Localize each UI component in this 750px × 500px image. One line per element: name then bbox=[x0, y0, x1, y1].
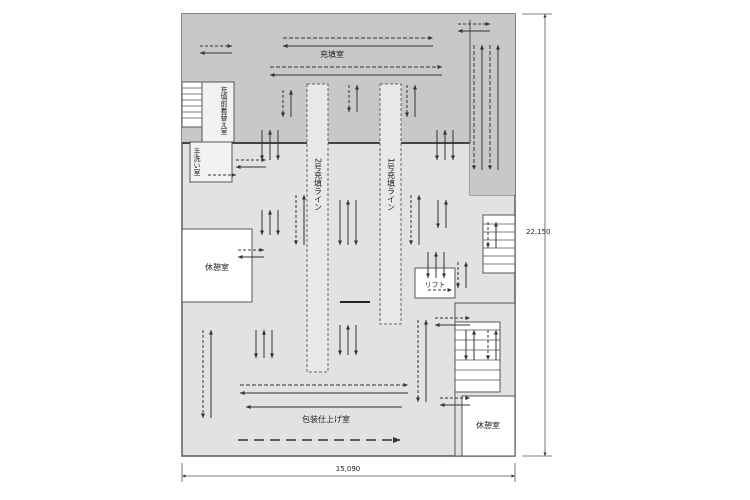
line-1-label: 1号充填ライン bbox=[387, 158, 396, 211]
rest-room-right bbox=[461, 395, 516, 457]
stairs-right-lower-steps bbox=[455, 329, 500, 381]
rest-room-left-label: 休憩室 bbox=[205, 262, 229, 272]
lift bbox=[414, 267, 456, 299]
width-dimension: 15,090 bbox=[336, 465, 361, 473]
dimension-lines bbox=[181, 13, 552, 482]
dressing-room-label: 充填前着替え室 bbox=[220, 85, 228, 135]
stairs-left bbox=[181, 81, 203, 128]
packing-room-label: 包装仕上げ室 bbox=[302, 414, 350, 424]
line-1 bbox=[379, 83, 402, 325]
flow-arrows bbox=[200, 22, 500, 444]
line-2 bbox=[306, 83, 329, 373]
height-dimension: 22,150 bbox=[526, 228, 551, 236]
rest-room-left bbox=[181, 228, 253, 303]
lift-label: リフト bbox=[425, 281, 446, 289]
dressing-room bbox=[201, 81, 235, 143]
filling-room-label: 充填室 bbox=[320, 49, 344, 59]
stairs-left-steps bbox=[182, 87, 202, 119]
line-2-label: 2号充填ライン bbox=[314, 158, 323, 211]
rest-room-right-label: 休憩室 bbox=[476, 420, 500, 430]
stairs-right-lower bbox=[454, 321, 501, 393]
filling-room-east bbox=[470, 14, 515, 195]
hand-wash-label: 手洗い室 bbox=[193, 147, 201, 176]
